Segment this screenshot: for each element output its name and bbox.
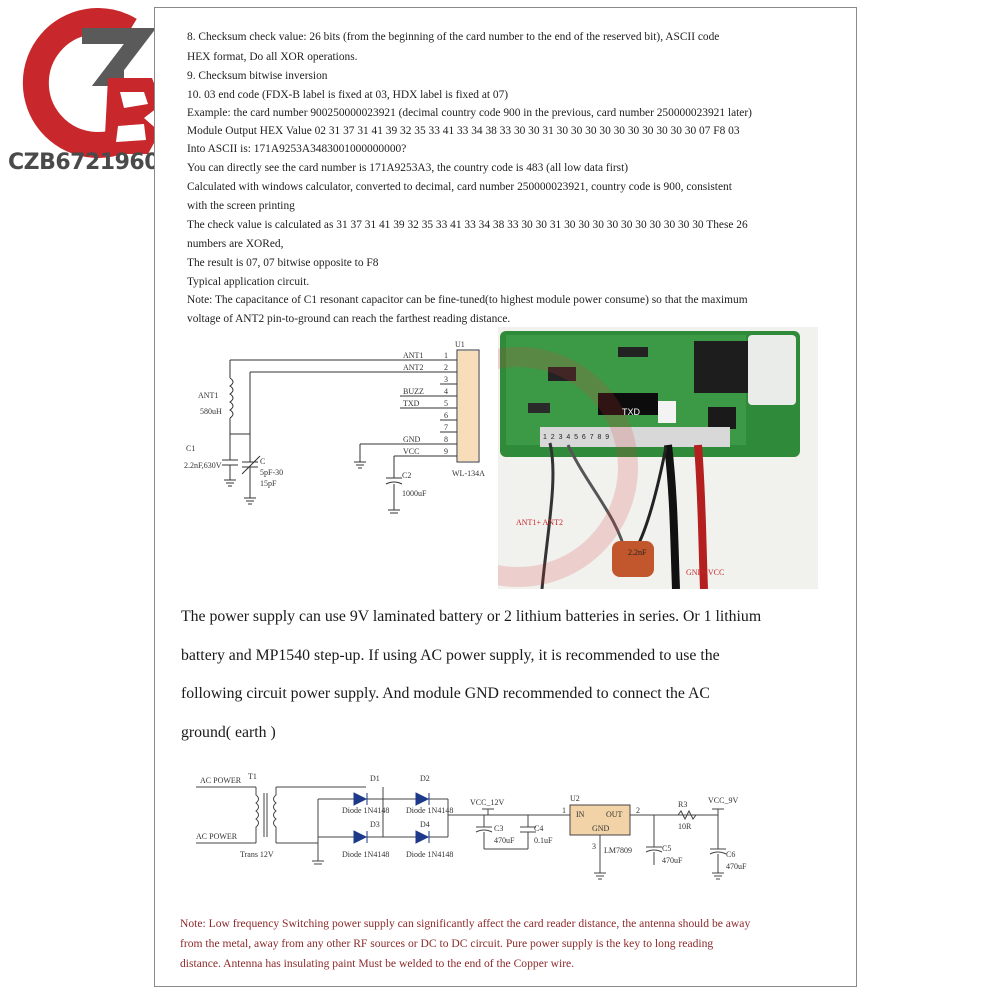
ac-power-label: AC POWER [196, 832, 238, 841]
c4-value: 0.1uF [534, 836, 553, 845]
spec-line: Typical application circuit. [187, 276, 310, 288]
spec-line: voltage of ANT2 pin-to-ground can reach … [187, 313, 511, 325]
pin-label: VCC [403, 447, 419, 456]
spec-line: You can directly see the card number is … [187, 162, 629, 174]
vcc9-label: VCC_9V [708, 796, 738, 805]
r3-label: R3 [678, 800, 687, 809]
ant-wire-label: ANT1+ ANT2 [516, 518, 563, 527]
paragraph-line: following circuit power supply. And modu… [181, 685, 710, 702]
spec-line: Into ASCII is: 171A9253A3483001000000000… [187, 143, 407, 155]
paragraph-line: battery and MP1540 step-up. If using AC … [181, 646, 720, 664]
d3-label: D3 [370, 820, 380, 829]
note-line: Note: Low frequency Switching power supp… [180, 917, 751, 930]
brand-logo [12, 8, 182, 178]
pin-label: ANT1 [403, 351, 423, 360]
note-line: distance. Antenna has insulating paint M… [180, 957, 575, 970]
diode-label: Diode 1N4148 [406, 806, 453, 815]
c1-label: C1 [186, 444, 195, 453]
t1-label: T1 [248, 772, 257, 781]
spec-line: numbers are XORed, [187, 238, 284, 250]
pin-number: 5 [444, 399, 448, 408]
c6-label: C6 [726, 850, 735, 859]
c2-label: C2 [402, 471, 411, 480]
regulator-out: OUT [606, 810, 623, 819]
d2-label: D2 [420, 774, 430, 783]
c1-value: 2.2nF,630V [184, 461, 222, 470]
diode-label: Diode 1N4148 [342, 850, 389, 859]
ac-power-label: AC POWER [200, 776, 242, 785]
pin-number: 6 [444, 411, 448, 420]
vcc12-label: VCC_12V [470, 798, 504, 807]
antenna-value: 580uH [200, 407, 222, 416]
c5-label: C5 [662, 844, 671, 853]
pin-number: 2 [444, 363, 448, 372]
spec-line: Example: the card number 900250000023921… [187, 107, 752, 119]
pin-label: ANT2 [403, 363, 423, 372]
pin-label: TXD [403, 399, 420, 408]
diode-label: Diode 1N4148 [406, 850, 453, 859]
c3-value: 470uF [494, 836, 515, 845]
pin3-label: 3 [592, 842, 596, 851]
pin1-label: 1 [562, 806, 566, 815]
module-name: WL-134A [452, 469, 485, 478]
spec-line: 9. Checksum bitwise inversion [187, 70, 328, 82]
module-photo: TXD 1 2 3 4 5 6 7 8 9 ANT1+ ANT2 2.2nF G… [498, 327, 818, 589]
c2-value: 1000uF [402, 489, 427, 498]
power-supply-paragraph: The power supply can use 9V laminated ba… [181, 598, 819, 752]
pin-label: GND [403, 435, 421, 444]
regulator-name: LM7809 [604, 846, 632, 855]
power-supply-schematic: AC POWER AC POWER T1 Trans 12V D1 D2 D3 … [196, 772, 747, 880]
spec-line: 8. Checksum check value: 26 bits (from t… [187, 31, 720, 43]
d4-label: D4 [420, 820, 430, 829]
spec-line: The check value is calculated as 31 37 3… [187, 219, 748, 231]
pin-number: 7 [444, 423, 448, 432]
power-wire-label: GND+VCC [686, 568, 724, 577]
pin-number: 9 [444, 447, 448, 456]
warning-note: Note: Low frequency Switching power supp… [180, 914, 820, 974]
c3-label: C3 [494, 824, 503, 833]
txd-label: TXD [622, 407, 641, 417]
brand-logo-text: CZB6721960 [8, 150, 160, 175]
cvar-label: C [260, 457, 265, 466]
diode-label: Diode 1N4148 [342, 806, 389, 815]
pin-number: 3 [444, 375, 448, 384]
d1-label: D1 [370, 774, 380, 783]
pin-numbers: 1 2 3 4 5 6 7 8 9 [543, 434, 609, 441]
antenna-label: ANT1 [198, 391, 218, 400]
cvar-value: 15pF [260, 479, 277, 488]
cvar-value: 5pF-30 [260, 468, 283, 477]
spec-line: Module Output HEX Value 02 31 37 31 41 3… [187, 125, 740, 137]
regulator-in: IN [576, 810, 585, 819]
pin-number: 8 [444, 435, 448, 444]
capacitor-label: 2.2nF [628, 548, 647, 557]
pin-number: 4 [444, 387, 448, 396]
note-line: from the metal, away from any other RF s… [180, 937, 714, 950]
spec-line: 10. 03 end code (FDX-B label is fixed at… [187, 89, 509, 101]
spec-line: with the screen printing [187, 200, 295, 212]
c6-value: 470uF [726, 862, 747, 871]
spec-line: HEX format, Do all XOR operations. [187, 51, 358, 63]
paragraph-line: ground( earth ) [181, 723, 276, 741]
pin2-label: 2 [636, 806, 640, 815]
spec-line: Note: The capacitance of C1 resonant cap… [187, 294, 748, 306]
regulator-gnd: GND [592, 824, 610, 833]
application-circuit-schematic: U1 WL-134A ANT1 ANT2 BUZZ TXD GND VCC 1 … [184, 340, 485, 514]
u2-label: U2 [570, 794, 580, 803]
module-box [456, 349, 480, 463]
paragraph-line: The power supply can use 9V laminated ba… [181, 608, 762, 625]
spec-line: Calculated with windows calculator, conv… [187, 181, 732, 193]
spec-line: The result is 07, 07 bitwise opposite to… [187, 257, 379, 269]
r3-value: 10R [678, 822, 692, 831]
c4-label: C4 [534, 824, 543, 833]
pin-number: 1 [444, 351, 448, 360]
transformer-label: Trans 12V [240, 850, 274, 859]
u1-label: U1 [455, 340, 465, 349]
c5-value: 470uF [662, 856, 683, 865]
pin-label: BUZZ [403, 387, 424, 396]
